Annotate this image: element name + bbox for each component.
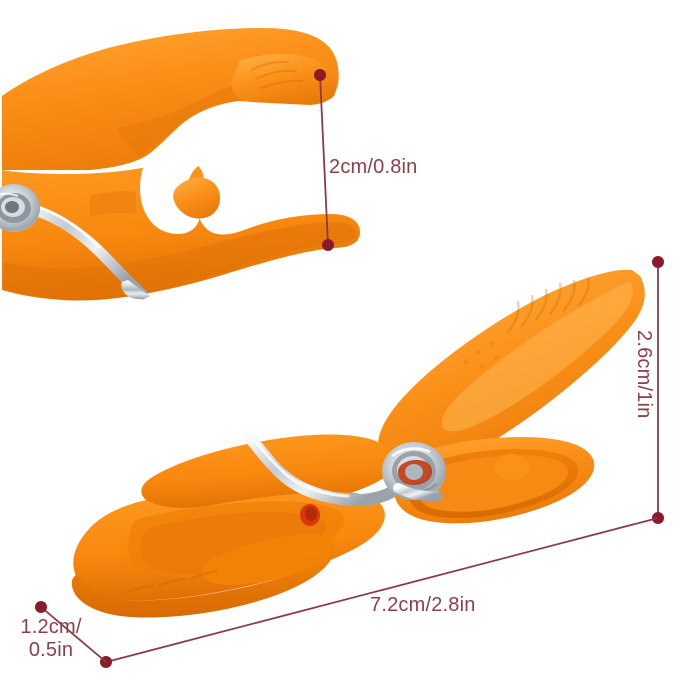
- dimension-dot-thickness-left-start: [35, 601, 47, 613]
- clip-top-notch-detail: [90, 191, 136, 216]
- dimension-dot-height-top-start: [314, 69, 326, 81]
- clip-top-jaw-teeth: [173, 177, 220, 219]
- clip-bottom-lip-ridges: [126, 569, 218, 594]
- clip-bottom-grip-dots: [463, 341, 499, 369]
- clip-bottom-spring-wire-end: [393, 483, 443, 502]
- dimension-label-height-top: 2cm/0.8in: [329, 156, 418, 178]
- clip-bottom-body-recess-deep: [140, 512, 327, 574]
- dimension-line-height-top: [319, 74, 329, 246]
- clip-top-spring-tip: [121, 280, 150, 299]
- clip-top-lower-arm-shading: [4, 222, 356, 298]
- dimension-line-length-bottom: [105, 517, 659, 663]
- dimension-dot-height-top-end: [322, 239, 334, 251]
- clip-bottom-spring-wire-highlight: [252, 438, 350, 498]
- clip-bottom-pin-hole-inner: [305, 507, 317, 521]
- clip-top-open: [0, 28, 360, 301]
- dimension-label-thickness-left: 1.2cm/ 0.5in: [20, 616, 82, 661]
- clip-bottom-body-groove: [202, 534, 336, 585]
- dimension-label-length-bottom: 7.2cm/2.8in: [370, 594, 476, 616]
- clip-bottom-angled: [71, 269, 645, 618]
- clip-top-upper-jaw-tip: [231, 54, 337, 105]
- clip-top-upper-jaw-ridges: [250, 60, 304, 90]
- clip-bottom-grip-ridges: [506, 277, 590, 334]
- dimension-dot-height-right-start: [652, 256, 664, 268]
- clip-bottom-upper-handle-highlight: [441, 282, 633, 432]
- dimension-line-thickness-left: [40, 606, 107, 663]
- clip-bottom-lip-strip: [71, 558, 332, 618]
- clip-bottom-nose-boss: [495, 454, 529, 480]
- clip-bottom-spring-wire: [244, 432, 404, 507]
- clip-bottom-jaw-nose-inner: [417, 454, 568, 512]
- clip-top-spring-coil: [0, 184, 40, 232]
- dimension-annotations: [35, 69, 664, 668]
- dimension-label-height-right: 2.6cm/1in: [633, 330, 655, 419]
